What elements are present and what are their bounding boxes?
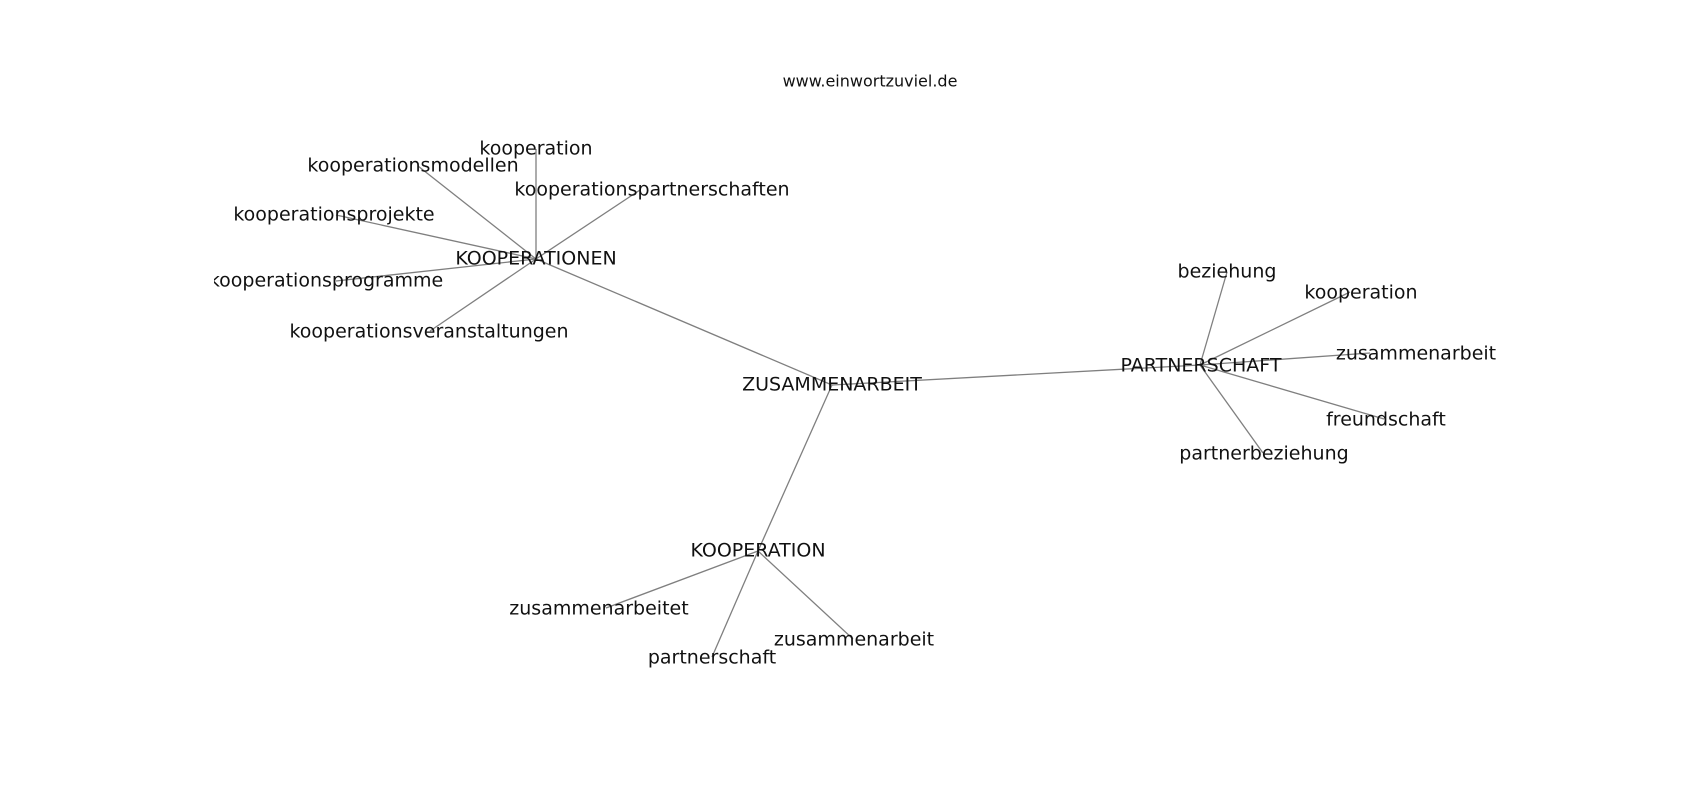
edge-kooperationen-k4 xyxy=(335,214,537,260)
edge-root-partnerschaft xyxy=(831,364,1201,386)
node-leaf-k6-label: kooperationsveranstaltungen xyxy=(289,321,568,343)
edge-kooperation-c3 xyxy=(711,550,759,658)
edge-partnerschaft-p2 xyxy=(1199,291,1351,366)
edge-kooperationen-k3 xyxy=(535,189,641,260)
node-leaf-p3-label: zusammenarbeit xyxy=(1336,343,1496,365)
node-leaf-p1-label: beziehung xyxy=(1178,261,1277,283)
edge-layer xyxy=(335,149,1385,658)
node-leaf-c1-label: zusammenarbeitet xyxy=(509,598,688,620)
edge-kooperation-c1 xyxy=(605,550,759,609)
source-url-text: www.einwortzuviel.de xyxy=(783,72,958,91)
edge-root-kooperationen xyxy=(535,258,833,386)
edge-kooperationen-k5 xyxy=(335,258,537,282)
node-leaf-k4-label: kooperationsprojekte xyxy=(233,204,434,226)
node-leaf-k1-label: kooperation xyxy=(479,138,592,160)
node-leaf-p5-label: partnerbeziehung xyxy=(1179,443,1348,465)
label-layer: ZUSAMMENARBEITKOOPERATIONENkooperationko… xyxy=(209,138,1496,669)
node-hub-kooperation-label: KOOPERATION xyxy=(690,540,825,562)
node-leaf-k2-label: kooperationsmodellen xyxy=(307,155,518,177)
edge-partnerschaft-p4 xyxy=(1199,364,1385,420)
node-hub-partnerschaft-label: PARTNERSCHAFT xyxy=(1121,355,1282,377)
edge-kooperationen-k6 xyxy=(429,258,537,332)
node-leaf-k3-label: kooperationspartnerschaften xyxy=(514,179,789,201)
node-leaf-p4-label: freundschaft xyxy=(1326,409,1446,431)
edge-root-kooperation xyxy=(757,384,833,552)
node-leaf-c2-label: zusammenarbeit xyxy=(774,629,934,651)
edge-partnerschaft-p1 xyxy=(1199,271,1228,366)
node-root-label: ZUSAMMENARBEIT xyxy=(742,374,922,396)
edge-partnerschaft-p5 xyxy=(1199,364,1264,454)
node-hub-kooperationen-label: KOOPERATIONEN xyxy=(455,248,616,270)
node-leaf-p2-label: kooperation xyxy=(1304,282,1417,304)
edge-partnerschaft-p3 xyxy=(1199,352,1371,366)
node-leaf-k5-label: kooperationsprogramme xyxy=(209,270,443,292)
edge-kooperation-c2 xyxy=(757,550,854,640)
node-leaf-c3-label: partnerschaft xyxy=(648,647,776,669)
edge-kooperationen-k2 xyxy=(417,165,537,260)
